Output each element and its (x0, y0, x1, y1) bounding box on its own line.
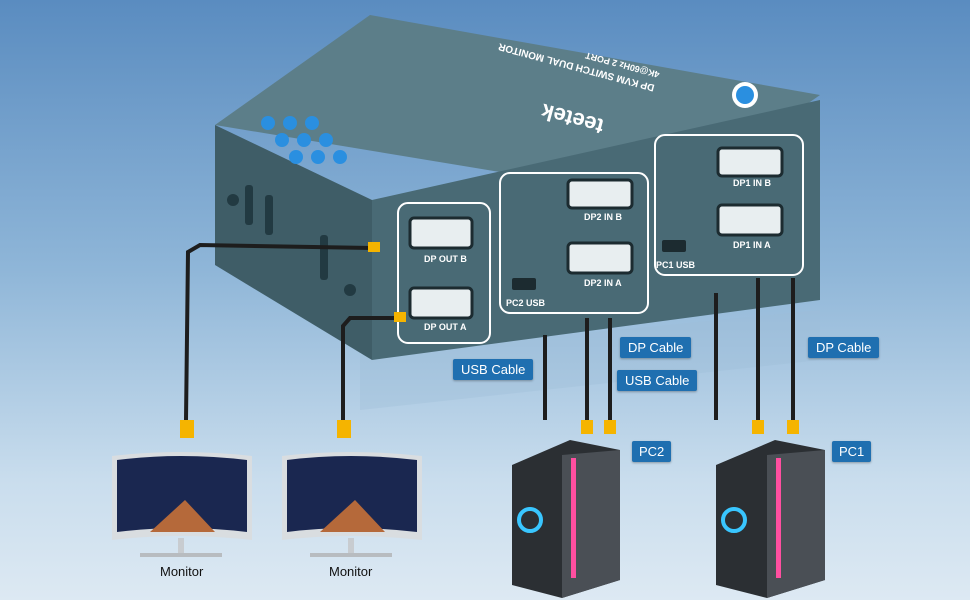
monitor-right (282, 452, 422, 557)
dot-pattern (261, 116, 347, 164)
usb-cable-label-left: USB Cable (453, 359, 534, 380)
side-vents (227, 185, 356, 296)
usb-ports (512, 240, 686, 290)
port-label-dp-out-b: DP OUT B (424, 254, 467, 264)
port-label-dp2-in-b: DP2 IN B (584, 212, 623, 222)
monitor-left (112, 452, 252, 557)
pc2-label: PC2 (632, 441, 672, 462)
cables (184, 242, 795, 421)
port-label-dp1-in-a: DP1 IN A (733, 240, 771, 250)
device-reflection (360, 310, 820, 410)
pc1-label: PC1 (832, 441, 872, 462)
usb-cable-label-right: USB Cable (617, 370, 698, 391)
dp-cable-label-right: DP Cable (808, 337, 880, 358)
port-label-dp2-in-a: DP2 IN A (584, 278, 622, 288)
port-label-dp1-in-b: DP1 IN B (733, 178, 772, 188)
port-group-pc1 (654, 134, 804, 276)
dp-cable-monitor-right (341, 316, 402, 420)
port-group-out (397, 202, 491, 344)
pc1-tower (716, 440, 825, 598)
monitor-left-caption: Monitor (160, 564, 204, 579)
port-label-pc1-usb: PC1 USB (656, 260, 696, 270)
port-label-pc2-usb: PC2 USB (506, 298, 546, 308)
port-label-dp-out-a: DP OUT A (424, 322, 467, 332)
device-side (215, 125, 372, 360)
monitor-right-caption: Monitor (329, 564, 373, 579)
dp-connector-tips (180, 242, 799, 438)
port-group-pc2 (499, 172, 649, 314)
kvm-switch-device (215, 15, 820, 360)
dp-ports (408, 146, 784, 320)
dp-cable-monitor-left (184, 242, 373, 421)
dp-cable-label-left: DP Cable (620, 337, 692, 358)
device-front (372, 100, 820, 360)
pc2-tower (512, 440, 620, 598)
